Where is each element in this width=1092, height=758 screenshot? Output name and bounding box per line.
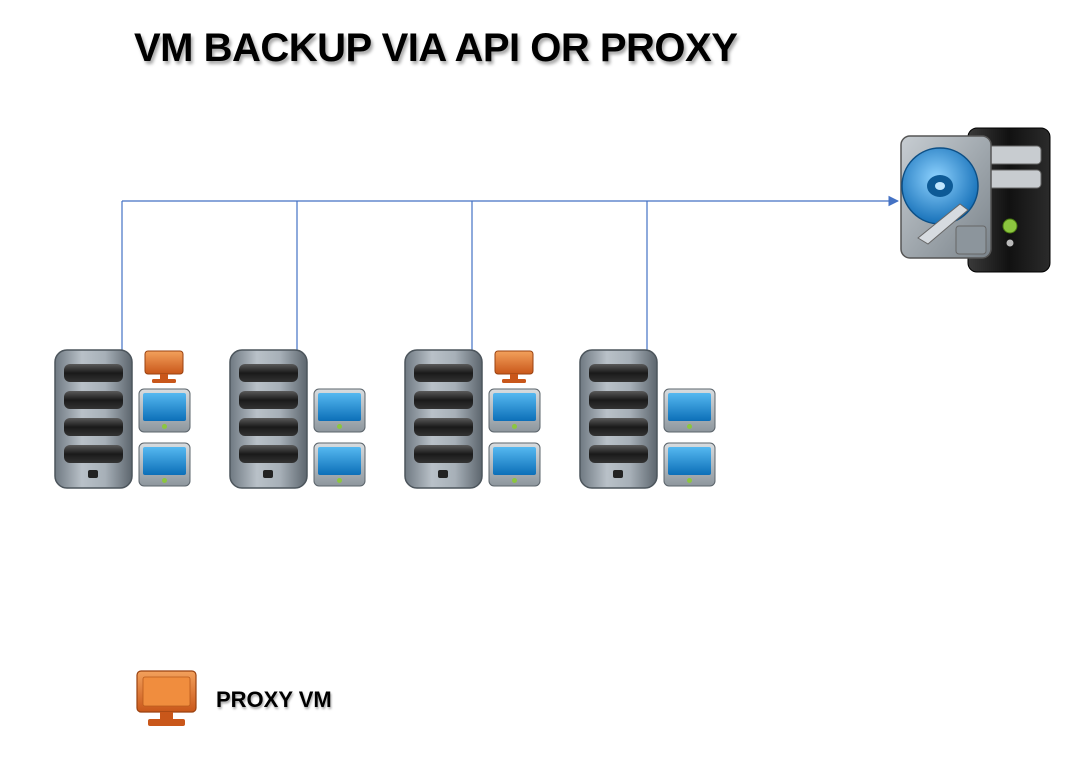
proxy-vm-icon xyxy=(144,350,184,383)
vm-icon xyxy=(138,388,191,433)
vm-icon xyxy=(313,388,366,433)
vm-icon xyxy=(663,388,716,433)
backup-storage-server-icon xyxy=(900,127,1051,273)
proxy-vm-icon xyxy=(494,350,534,383)
vm-icon xyxy=(488,388,541,433)
host-1 xyxy=(54,349,191,489)
host-server-icon xyxy=(229,349,308,489)
host-3 xyxy=(404,349,541,489)
vm-icon xyxy=(138,442,191,487)
legend-label: PROXY VM xyxy=(216,687,332,712)
orange-monitor-icon xyxy=(136,670,197,726)
host-4 xyxy=(579,349,716,489)
vm-icon xyxy=(488,442,541,487)
vm-icon xyxy=(313,442,366,487)
host-server-icon xyxy=(579,349,658,489)
host-server-icon xyxy=(404,349,483,489)
page-title: VM BACKUP VIA API OR PROXY xyxy=(134,26,738,70)
host-server-icon xyxy=(54,349,133,489)
host-2 xyxy=(229,349,366,489)
vm-icon xyxy=(663,442,716,487)
connector-lines xyxy=(121,195,900,350)
